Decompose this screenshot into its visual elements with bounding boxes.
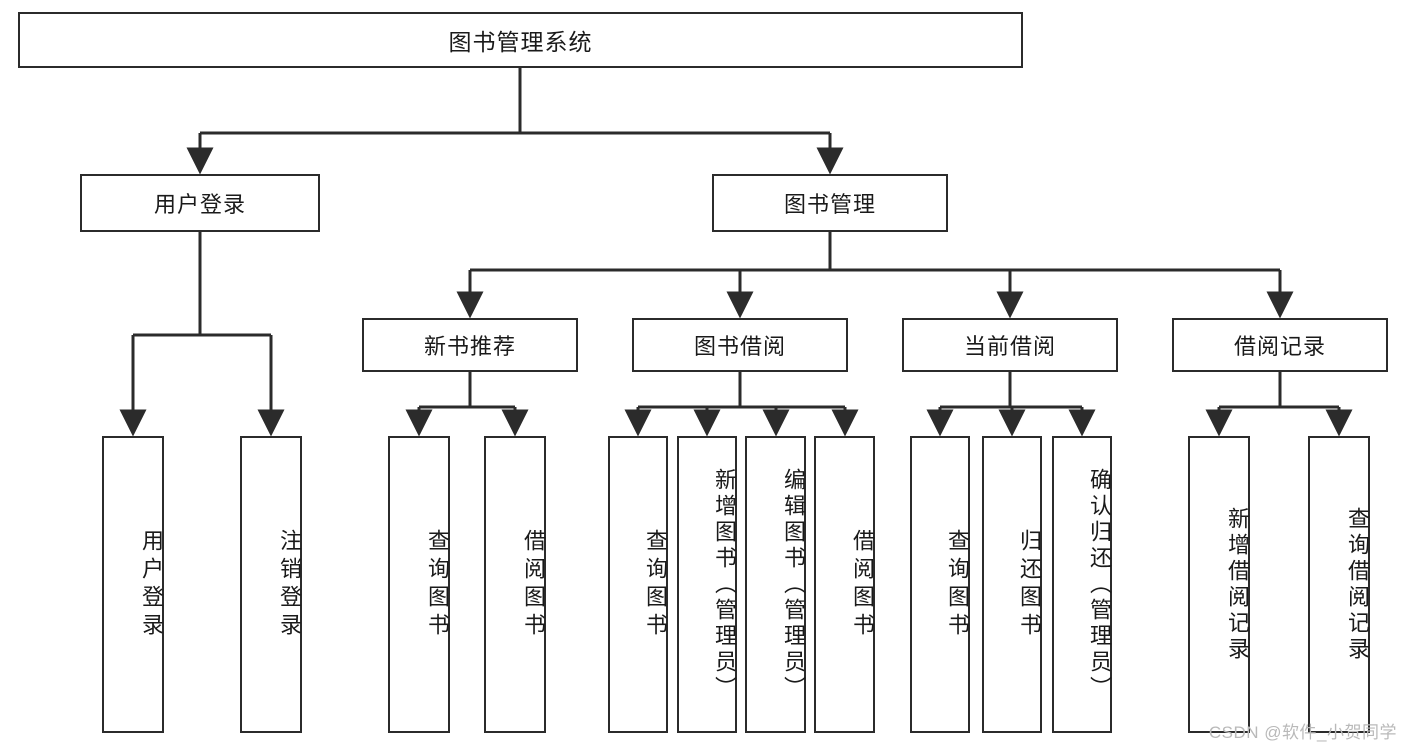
- leaf-borrow-book[interactable]: 借阅图书: [814, 436, 875, 733]
- leaf-query-book-recommend[interactable]: 查询图书: [388, 436, 450, 733]
- leaf-query-book-current[interactable]: 查询图书: [910, 436, 970, 733]
- leaf-confirm-return-admin[interactable]: 确认归还（管理员）: [1052, 436, 1112, 733]
- leaf-user-login[interactable]: 用户登录: [102, 436, 164, 733]
- node-root[interactable]: 图书管理系统: [18, 12, 1023, 68]
- node-current-borrow[interactable]: 当前借阅: [902, 318, 1118, 372]
- node-user-login[interactable]: 用户登录: [80, 174, 320, 232]
- leaf-borrow-book-recommend[interactable]: 借阅图书: [484, 436, 546, 733]
- leaf-add-book-admin[interactable]: 新增图书（管理员）: [677, 436, 737, 733]
- node-new-book-recommend[interactable]: 新书推荐: [362, 318, 578, 372]
- leaf-add-borrow-record[interactable]: 新增借阅记录: [1188, 436, 1250, 733]
- leaf-query-book-borrow[interactable]: 查询图书: [608, 436, 668, 733]
- node-borrow-record[interactable]: 借阅记录: [1172, 318, 1388, 372]
- watermark: CSDN @软件_小贺同学: [1208, 723, 1397, 742]
- leaf-return-book[interactable]: 归还图书: [982, 436, 1042, 733]
- leaf-edit-book-admin[interactable]: 编辑图书（管理员）: [745, 436, 806, 733]
- node-book-borrow[interactable]: 图书借阅: [632, 318, 848, 372]
- node-book-management[interactable]: 图书管理: [712, 174, 948, 232]
- leaf-logout[interactable]: 注销登录: [240, 436, 302, 733]
- leaf-query-borrow-record[interactable]: 查询借阅记录: [1308, 436, 1370, 733]
